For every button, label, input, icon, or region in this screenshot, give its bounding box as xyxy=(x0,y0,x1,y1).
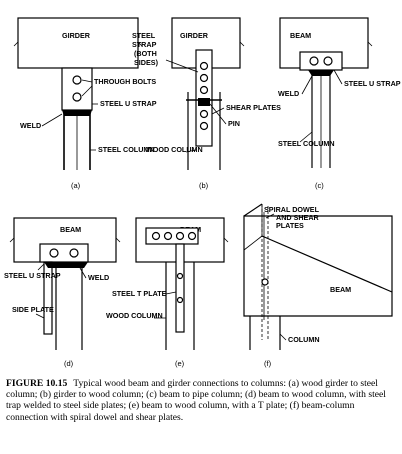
caption-text: Typical wood beam and girder connections… xyxy=(6,378,386,423)
pin-b xyxy=(198,98,210,106)
figure-label: FIGURE 10.15 xyxy=(6,378,68,389)
spiral-label-f-2: AND SHEAR xyxy=(276,213,320,222)
pin-b-label: PIN xyxy=(228,119,240,128)
through-bolts-a-label: THROUGH BOLTS xyxy=(94,77,156,86)
steel-u-strap-c-label: STEEL U STRAP xyxy=(344,79,401,88)
panel-b: GIRDER STEEL STRAP (BOTH SIDES) SHEAR PL… xyxy=(132,17,281,190)
beam-d-label: BEAM xyxy=(60,225,81,234)
svg-text:(BOTH: (BOTH xyxy=(134,49,157,58)
girder-a-label: GIRDER xyxy=(62,31,91,40)
weld-c-label: WELD xyxy=(278,89,299,98)
bolt-a2 xyxy=(72,92,82,102)
beam-f xyxy=(243,215,393,317)
u-strap-c xyxy=(299,51,343,71)
panel-d: BEAM STEEL U STRAP WELD SIDE PLATE (d) xyxy=(4,217,121,368)
svg-text:SIDES): SIDES) xyxy=(134,58,159,67)
u-strap-d xyxy=(39,243,89,263)
beam-f-label: BEAM xyxy=(330,285,351,294)
weld-d-label: WELD xyxy=(88,273,109,282)
panel-f-sub: (f) xyxy=(264,359,272,368)
spiral-label-f-3: PLATES xyxy=(276,221,304,230)
wood-column-e-label: WOOD COLUMN xyxy=(106,311,163,320)
steel-u-strap-a-label: STEEL U STRAP xyxy=(100,99,157,108)
panel-b-sub: (b) xyxy=(199,181,209,190)
bolt-a1 xyxy=(72,75,82,85)
panel-d-sub: (d) xyxy=(64,359,74,368)
wood-column-b-label: WOOD COLUMN xyxy=(146,145,203,154)
t-plate-stem-e xyxy=(175,243,185,333)
spiral-label-f-1: SPIRAL DOWEL xyxy=(264,205,320,214)
panel-e-sub: (e) xyxy=(175,359,185,368)
steel-t-plate-e-label: STEEL T PLATE xyxy=(112,289,167,298)
panel-c-sub: (c) xyxy=(315,181,324,190)
steel-u-strap-d-label: STEEL U STRAP xyxy=(4,271,61,280)
panel-a: GIRDER THROUGH BOLTS WELD STEEL U STRAP … xyxy=(13,17,157,190)
panel-f: SPIRAL DOWEL AND SHEAR PLATES BEAM COLUM… xyxy=(243,203,393,368)
girder-a xyxy=(17,17,139,69)
column-f-label: COLUMN xyxy=(288,335,320,344)
connection-diagram: GIRDER THROUGH BOLTS WELD STEEL U STRAP … xyxy=(4,17,401,368)
girder-b-label: GIRDER xyxy=(180,31,209,40)
steel-column-a-label: STEEL COLUMN xyxy=(98,145,155,154)
svg-text:STRAP: STRAP xyxy=(132,40,157,49)
u-strap-a xyxy=(61,67,93,111)
svg-text:STEEL: STEEL xyxy=(132,31,156,40)
steel-column-c-label: STEEL COLUMN xyxy=(278,139,335,148)
panel-c: BEAM WELD STEEL U STRAP STEEL COLUMN (c) xyxy=(278,17,401,190)
side-plate-d-label: SIDE PLATE xyxy=(12,305,54,314)
beam-c-label: BEAM xyxy=(290,31,311,40)
weld-a-label: WELD xyxy=(20,121,41,130)
shear-plates-b-label: SHEAR PLATES xyxy=(226,103,281,112)
panel-a-sub: (a) xyxy=(71,181,81,190)
panel-e: BEAM STEEL T PLATE WOOD COLUMN (e) xyxy=(106,217,229,368)
